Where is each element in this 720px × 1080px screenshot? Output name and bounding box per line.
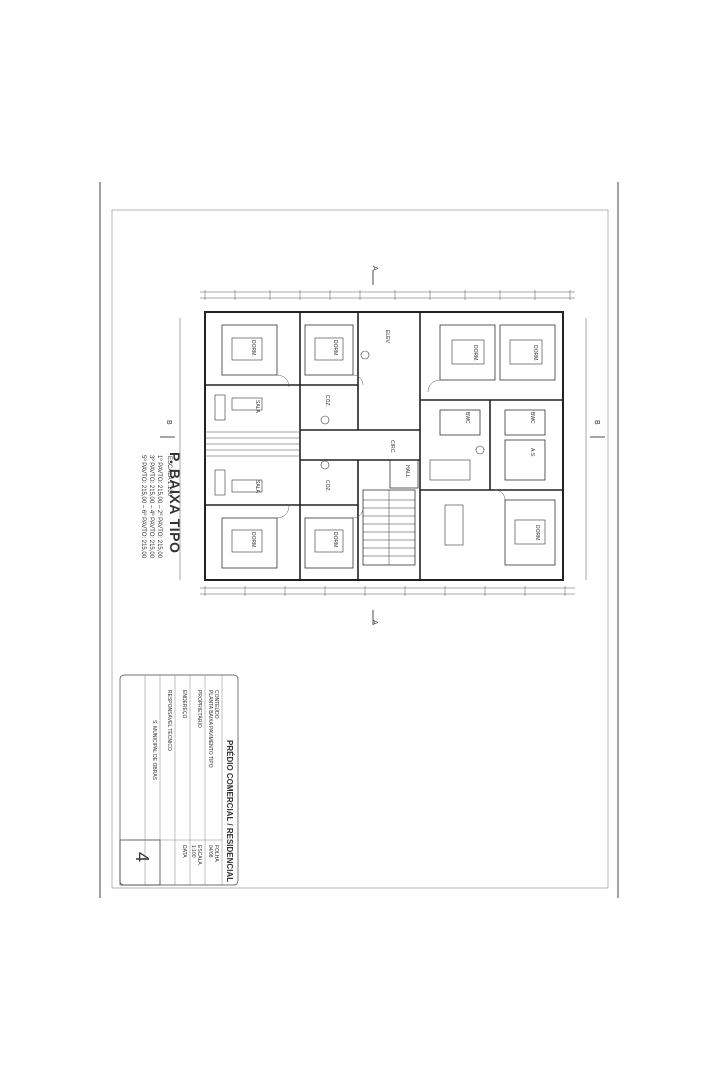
dimension-ticks xyxy=(204,290,571,596)
project-title: PRÉDIO COMERCIAL / RESIDENCIAL xyxy=(225,740,234,883)
room-label: DORM. xyxy=(332,340,338,357)
stairs xyxy=(363,490,415,565)
section-label-left: B xyxy=(165,420,172,425)
room-label: CIRC. xyxy=(389,440,395,454)
title-block xyxy=(119,674,239,886)
room-label: A.S. xyxy=(529,448,535,458)
room-label: COZ. xyxy=(324,480,330,492)
sheet-label: FOLHA xyxy=(213,845,219,862)
owner-label: PROPRIETÁRIO xyxy=(196,690,202,728)
room-label: SALA xyxy=(254,400,260,413)
room-label: ELEV. xyxy=(384,330,390,344)
sheet-number-box xyxy=(119,839,161,886)
address-label: ENDEREÇO xyxy=(181,690,187,719)
room-label: DORM. xyxy=(532,345,538,362)
plan-note-1: 1º PAVTO: 215,00 – 2º PAVTO: 215,00 xyxy=(156,455,162,559)
section-label-bottom: A xyxy=(371,620,378,625)
plan-scale: ESCALA 1:100 xyxy=(166,456,172,497)
room-label: BWC xyxy=(529,412,535,424)
sheet-value: 04/08 xyxy=(207,845,213,858)
plan-note-2: 3º PAVTO: 215,00 – 4º PAVTO: 215,00 xyxy=(148,455,154,559)
content-value: PLANTA BAIXA PAVIMENTO TIPO xyxy=(207,690,213,768)
corridor-hatch xyxy=(205,431,300,457)
scale-label: ESCALA xyxy=(196,845,202,865)
room-label: DORM. xyxy=(332,532,338,549)
interior-walls xyxy=(205,312,563,580)
section-label-top: A xyxy=(371,266,378,271)
responsible-label: RESPONSÁVEL TÉCNICO xyxy=(166,690,172,751)
room-label: DORM. xyxy=(534,525,540,542)
section-label-right: B xyxy=(593,420,600,425)
room-label: DORM. xyxy=(472,345,478,362)
notes: S. MUNICIPAL DE OBRAS xyxy=(151,720,157,781)
section-markers xyxy=(160,270,605,625)
drawing-frame xyxy=(111,209,609,889)
plan-note-3: 5º PAVTO: 215,00 – 6º PAVTO: 215,00 xyxy=(140,455,146,559)
content-label: CONTEÚDO xyxy=(213,690,219,719)
sheet-number: 4 xyxy=(132,852,152,863)
dimension-lines-top xyxy=(179,291,587,595)
furniture xyxy=(214,337,546,553)
room-label: COZ. xyxy=(324,395,330,407)
title-block-lines xyxy=(120,675,223,885)
room-label: DORM. xyxy=(250,340,256,357)
building-outline xyxy=(204,311,564,581)
room-label: BWC xyxy=(464,412,470,424)
room-label: DORM. xyxy=(250,532,256,549)
room-label: SALA xyxy=(254,480,260,493)
scale-value: 1:100 xyxy=(190,845,196,858)
date-label: DATA xyxy=(181,845,187,858)
room-label: HALL xyxy=(404,465,410,478)
door-swings xyxy=(276,374,506,519)
